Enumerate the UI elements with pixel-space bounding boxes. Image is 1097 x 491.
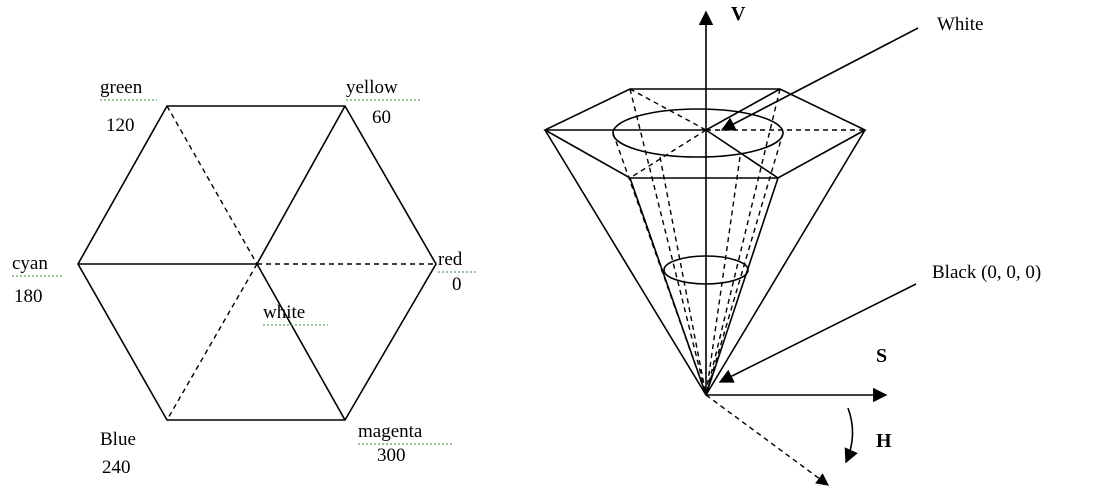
cone-hidden-edge-b — [705, 88, 781, 396]
hexagon-line-yellow-center — [256, 105, 346, 265]
label-blue: Blue — [100, 429, 136, 450]
cone-edge-left — [544, 129, 707, 396]
top-face-line-upper-right — [705, 88, 781, 131]
hexagon-dash-green-center — [166, 105, 258, 265]
white-pointer-arrow — [720, 27, 919, 131]
top-face-dash-c — [629, 129, 707, 179]
inner-cone-dash-left — [612, 132, 707, 396]
label-green: green — [100, 77, 143, 98]
hexagon-line-center-magenta — [256, 263, 346, 421]
hue-hexagon: green 120 yellow 60 cyan 180 red 0 Blue … — [12, 77, 476, 478]
h-rotation-arrow — [844, 407, 858, 464]
hsv-cone: V S H White Black (0, 0, 0) — [543, 3, 1041, 486]
label-blue-angle: 240 — [102, 457, 131, 478]
cone-top-ellipse — [612, 108, 784, 158]
label-magenta: magenta — [358, 421, 423, 442]
label-red-angle: 0 — [452, 274, 462, 295]
cone-edge-right — [705, 129, 866, 396]
inner-cone-dash-mid-l — [659, 156, 707, 396]
label-green-angle: 120 — [106, 115, 135, 136]
label-cyan: cyan — [12, 253, 48, 274]
label-white-center: white — [263, 302, 305, 323]
s-axis-label: S — [876, 345, 887, 367]
cone-top-hexagon — [543, 88, 867, 179]
v-axis-label: V — [731, 3, 746, 25]
cone-hidden-edge-a — [629, 88, 707, 396]
black-pointer-arrow — [718, 283, 917, 383]
black-label: Black (0, 0, 0) — [932, 262, 1041, 283]
inner-cone-dash-mid-r — [705, 156, 741, 396]
label-cyan-angle: 180 — [14, 286, 43, 307]
label-yellow-angle: 60 — [372, 107, 391, 128]
h-axis-dashed — [705, 394, 830, 486]
h-axis-label: H — [876, 430, 892, 452]
label-magenta-angle: 300 — [377, 445, 406, 466]
cone-edge-front-right — [705, 177, 779, 396]
white-label: White — [937, 14, 983, 35]
label-red: red — [438, 249, 463, 270]
label-yellow: yellow — [346, 77, 398, 98]
hexagon-dash-center-blue — [166, 263, 258, 421]
